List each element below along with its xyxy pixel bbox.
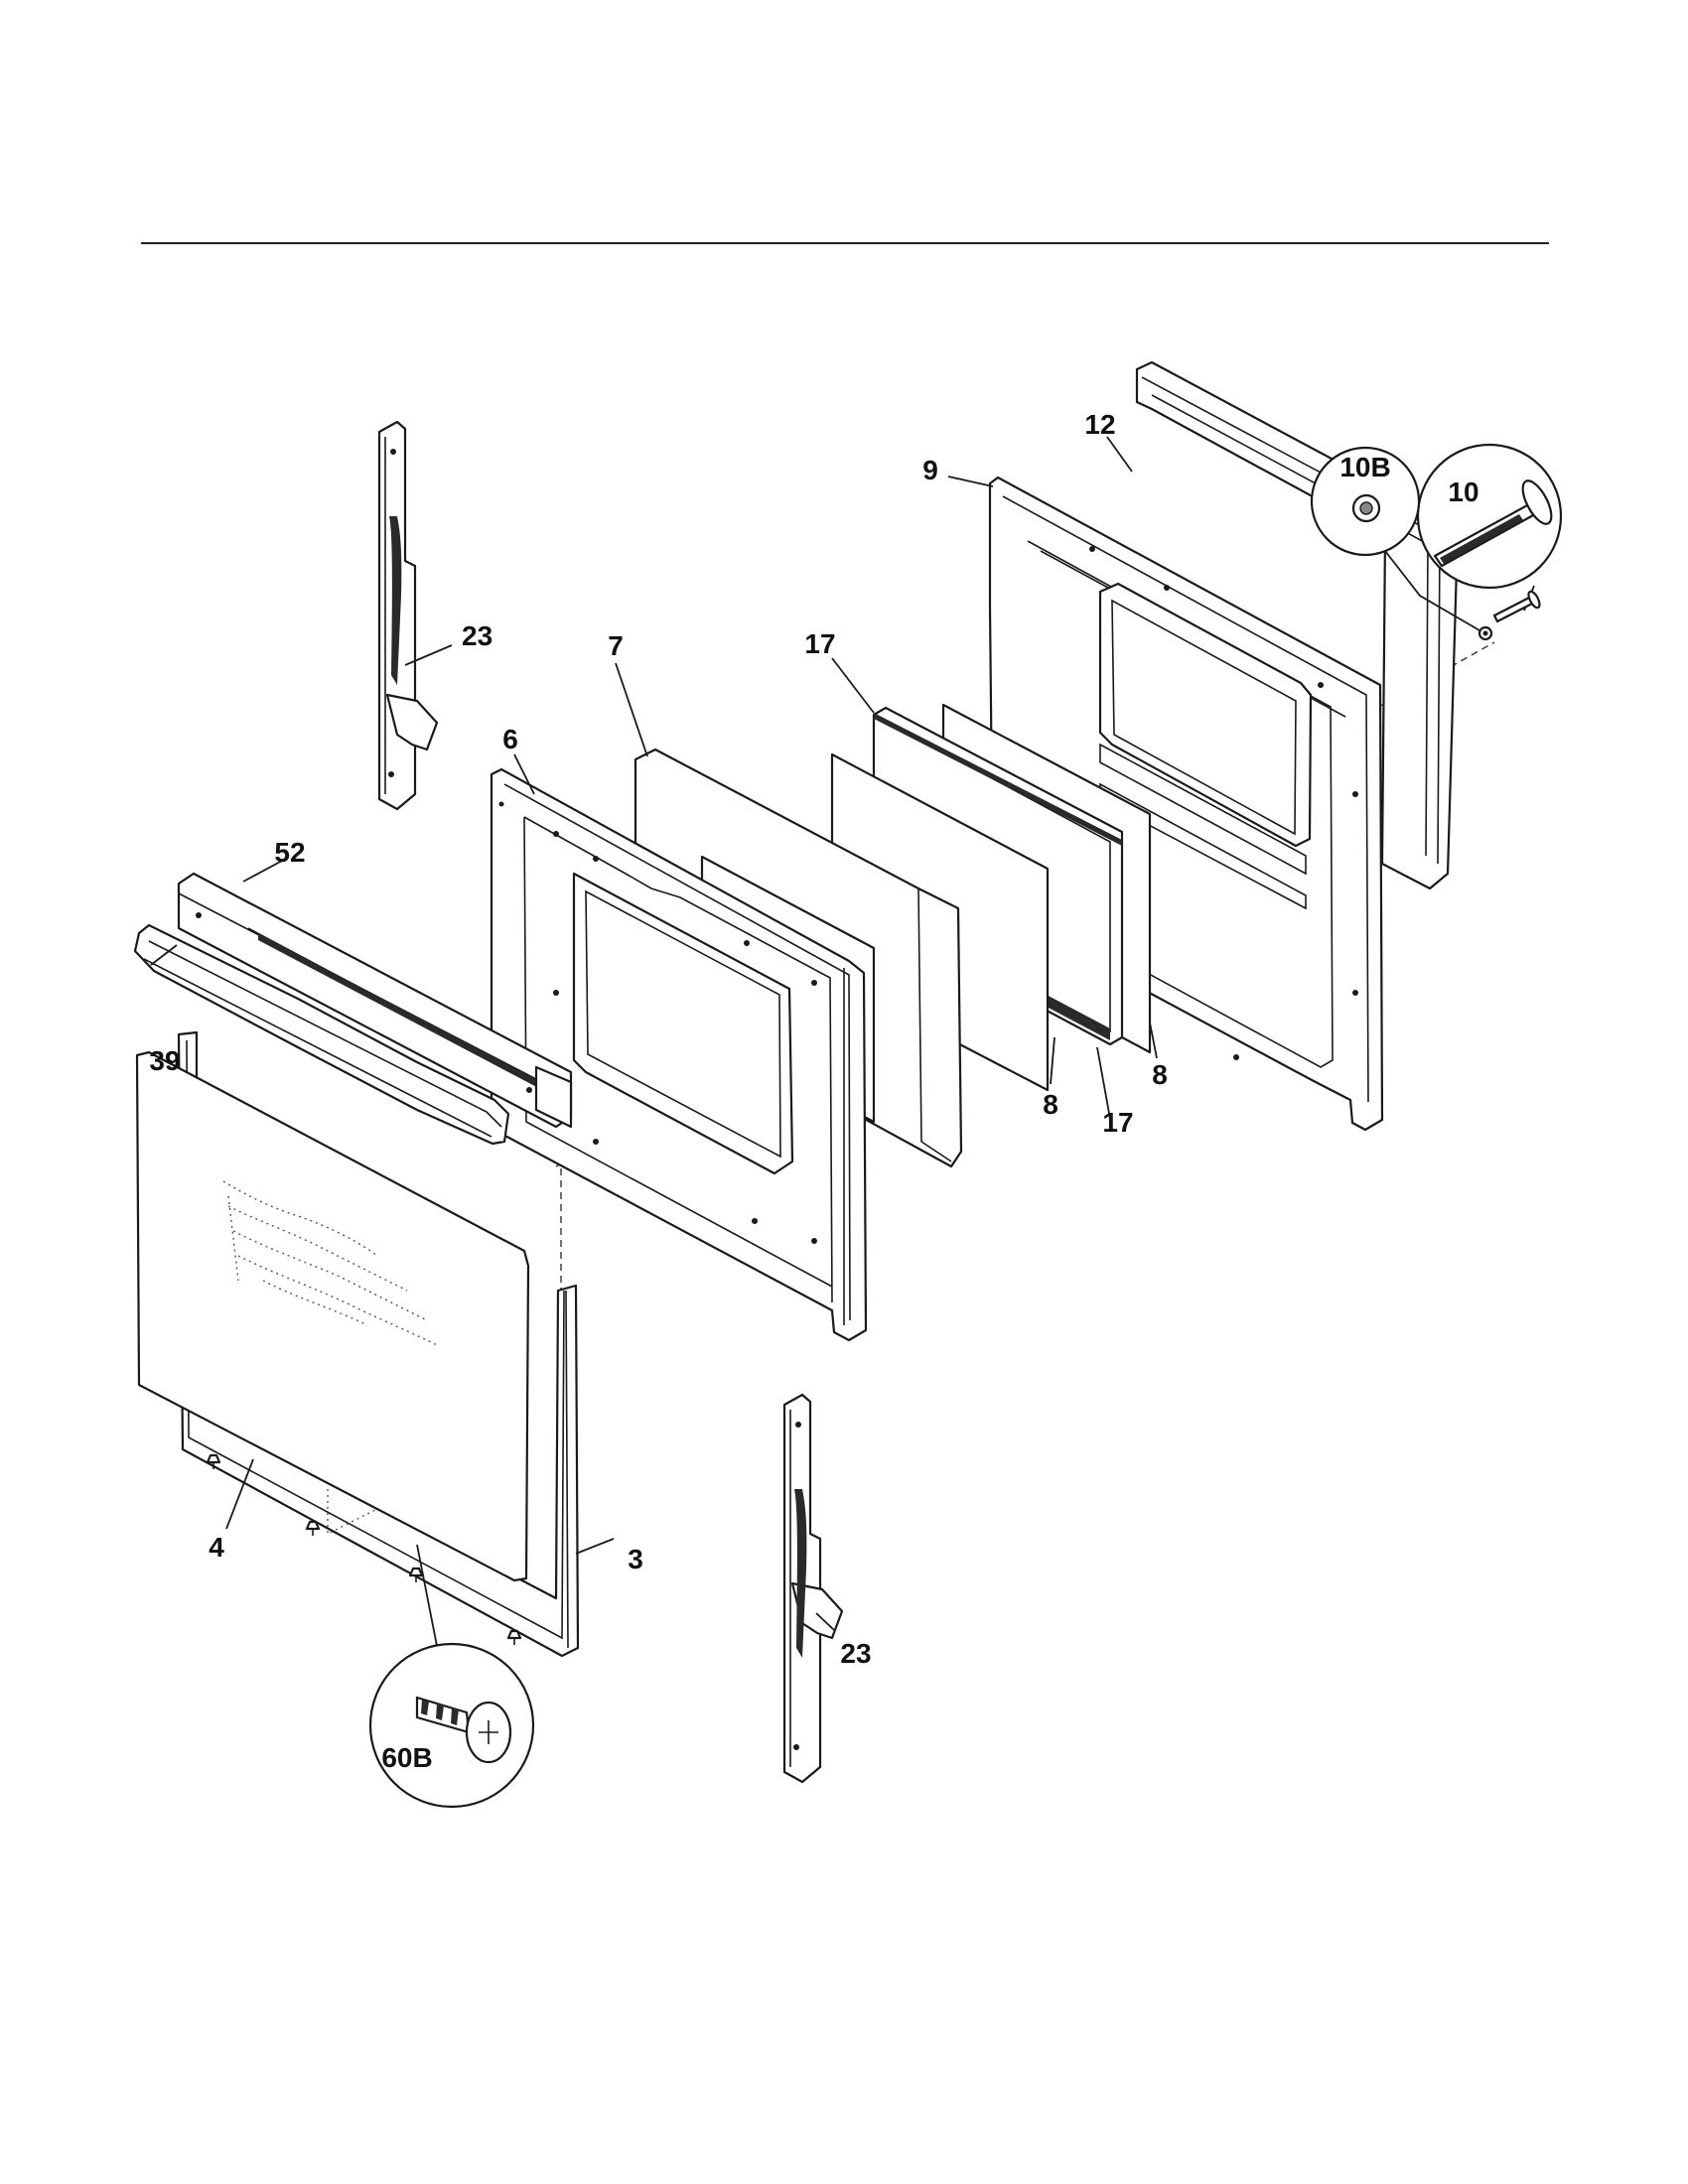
callout-9: 9 xyxy=(922,455,938,485)
screw-2 xyxy=(305,1520,321,1536)
callout-4: 4 xyxy=(209,1532,224,1563)
callout-12: 12 xyxy=(1084,409,1115,440)
part-6-door-frame xyxy=(490,767,868,1342)
callout-23-bottom: 23 xyxy=(840,1638,871,1669)
callout-7: 7 xyxy=(608,630,624,661)
part-23-bottom-hinge xyxy=(782,1393,844,1784)
callout-labels: 23 7 17 9 12 10B 10 6 52 39 8 17 8 4 3 2… xyxy=(149,409,1478,1773)
callout-8-right: 8 xyxy=(1152,1059,1168,1090)
part-10b-washer-detail xyxy=(1310,446,1493,641)
callout-39: 39 xyxy=(149,1045,180,1076)
callout-8-left: 8 xyxy=(1043,1089,1058,1120)
callout-17-top: 17 xyxy=(804,628,835,659)
screw-1 xyxy=(206,1453,221,1469)
screw-4 xyxy=(506,1629,522,1645)
part-10-screw-detail xyxy=(1416,443,1563,623)
screw-set xyxy=(206,1453,522,1645)
callout-23-top: 23 xyxy=(462,620,492,651)
screw-3 xyxy=(408,1567,424,1582)
part-39-door-handle xyxy=(133,923,510,1146)
callout-52: 52 xyxy=(274,837,305,868)
leader-lines xyxy=(150,436,1158,1631)
part-23-top-hinge xyxy=(377,420,439,811)
callout-10: 10 xyxy=(1448,477,1478,507)
callout-10b: 10B xyxy=(1339,452,1390,482)
callout-17-bottom: 17 xyxy=(1102,1107,1133,1138)
part-9-inner-door xyxy=(988,476,1384,1132)
part-52-handle-trim xyxy=(177,872,573,1129)
callout-60b: 60B xyxy=(381,1742,432,1773)
part-4-outer-glass xyxy=(135,1050,530,1582)
callout-6: 6 xyxy=(502,724,518,754)
callout-3: 3 xyxy=(628,1544,643,1574)
part-60b-screw-detail xyxy=(368,1544,535,1809)
